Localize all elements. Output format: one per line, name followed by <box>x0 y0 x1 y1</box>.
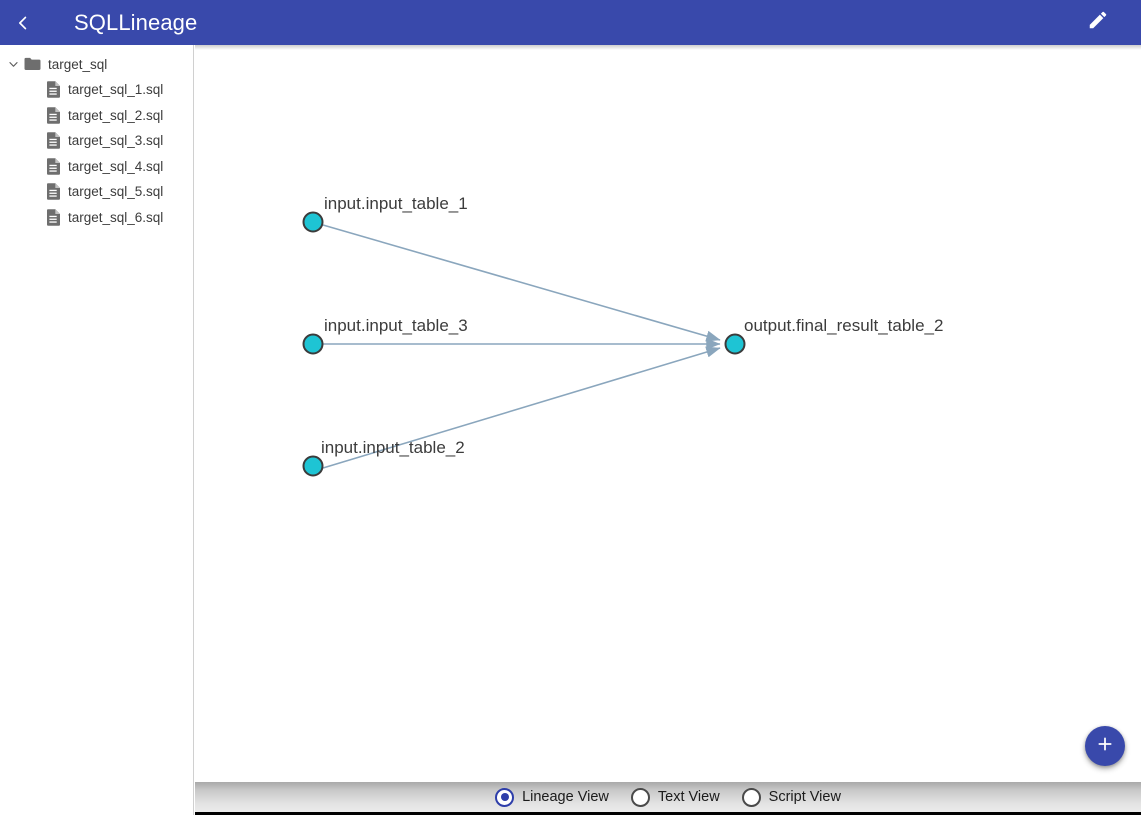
tree-file-label: target_sql_4.sql <box>68 158 164 174</box>
node-final-result-table-2[interactable] <box>724 333 746 355</box>
edge-input-table-2-to-final-result-table-2[interactable] <box>322 346 721 469</box>
page-title: SQLLineage <box>74 10 198 35</box>
radio-lineage-view[interactable]: Lineage View <box>495 787 609 807</box>
radio-script-view-label: Script View <box>768 789 841 805</box>
radio-script-view[interactable]: Script View <box>741 787 841 807</box>
tree-file-label: target_sql_2.sql <box>68 107 164 123</box>
tree-file-label: target_sql_5.sql <box>68 184 164 200</box>
file-icon <box>46 81 61 98</box>
radio-button-icon[interactable] <box>741 787 761 807</box>
file-icon <box>46 158 61 175</box>
lineage-graph[interactable]: input.input_table_1 input.input_table_3 … <box>195 45 1141 782</box>
tree-file-label: target_sql_6.sql <box>68 209 164 225</box>
view-mode-radio-group: Lineage View Text View Script View <box>495 787 841 807</box>
node-label-final-result-table-2: output.final_result_table_2 <box>744 316 943 335</box>
file-icon <box>46 132 61 149</box>
node-label-input-table-2: input.input_table_2 <box>321 438 465 457</box>
node-label-input-table-3: input.input_table_3 <box>324 316 468 335</box>
graph-nodes <box>302 211 746 477</box>
pencil-icon <box>1087 9 1109 36</box>
node-input-table-2[interactable] <box>302 455 324 477</box>
chevron-down-icon[interactable] <box>3 54 23 74</box>
chevron-left-icon <box>14 14 32 32</box>
edit-button[interactable] <box>1069 0 1127 45</box>
back-button[interactable] <box>0 0 46 45</box>
tree-file-label: target_sql_1.sql <box>68 82 164 98</box>
radio-text-view-label: Text View <box>657 789 720 805</box>
file-icon <box>46 209 61 226</box>
plus-icon <box>1095 734 1115 759</box>
radio-button-icon[interactable] <box>630 787 650 807</box>
graph-edges <box>322 224 721 469</box>
tree-file-item[interactable]: target_sql_5.sql <box>0 179 193 205</box>
app-header: SQLLineage <box>0 0 1141 45</box>
folder-icon <box>23 55 41 73</box>
radio-text-view[interactable]: Text View <box>630 787 720 807</box>
lineage-canvas[interactable]: input.input_table_1 input.input_table_3 … <box>195 45 1141 815</box>
tree-file-item[interactable]: target_sql_4.sql <box>0 154 193 180</box>
sidebar-file-tree: target_sql target_sql_1.sql <box>0 45 194 815</box>
tree-file-item[interactable]: target_sql_2.sql <box>0 103 193 129</box>
node-input-table-3[interactable] <box>302 333 324 355</box>
tree-file-label: target_sql_3.sql <box>68 133 164 149</box>
radio-button-icon[interactable] <box>495 787 515 807</box>
edge-input-table-1-to-final-result-table-2[interactable] <box>322 224 721 342</box>
tree-file-item[interactable]: target_sql_1.sql <box>0 77 193 103</box>
node-label-input-table-1: input.input_table_1 <box>324 194 468 213</box>
node-input-table-1[interactable] <box>302 211 324 233</box>
radio-lineage-view-label: Lineage View <box>522 789 609 805</box>
add-button[interactable] <box>1085 726 1125 766</box>
tree-folder-target-sql[interactable]: target_sql <box>0 51 193 77</box>
tree-root: target_sql target_sql_1.sql <box>0 45 193 230</box>
graph-node-labels: input.input_table_1 input.input_table_3 … <box>321 194 943 457</box>
tree-folder-label: target_sql <box>48 56 108 72</box>
tree-file-item[interactable]: target_sql_3.sql <box>0 128 193 154</box>
view-mode-bar: Lineage View Text View Script View <box>195 782 1141 815</box>
file-icon <box>46 107 61 124</box>
tree-file-item[interactable]: target_sql_6.sql <box>0 205 193 231</box>
file-icon <box>46 183 61 200</box>
